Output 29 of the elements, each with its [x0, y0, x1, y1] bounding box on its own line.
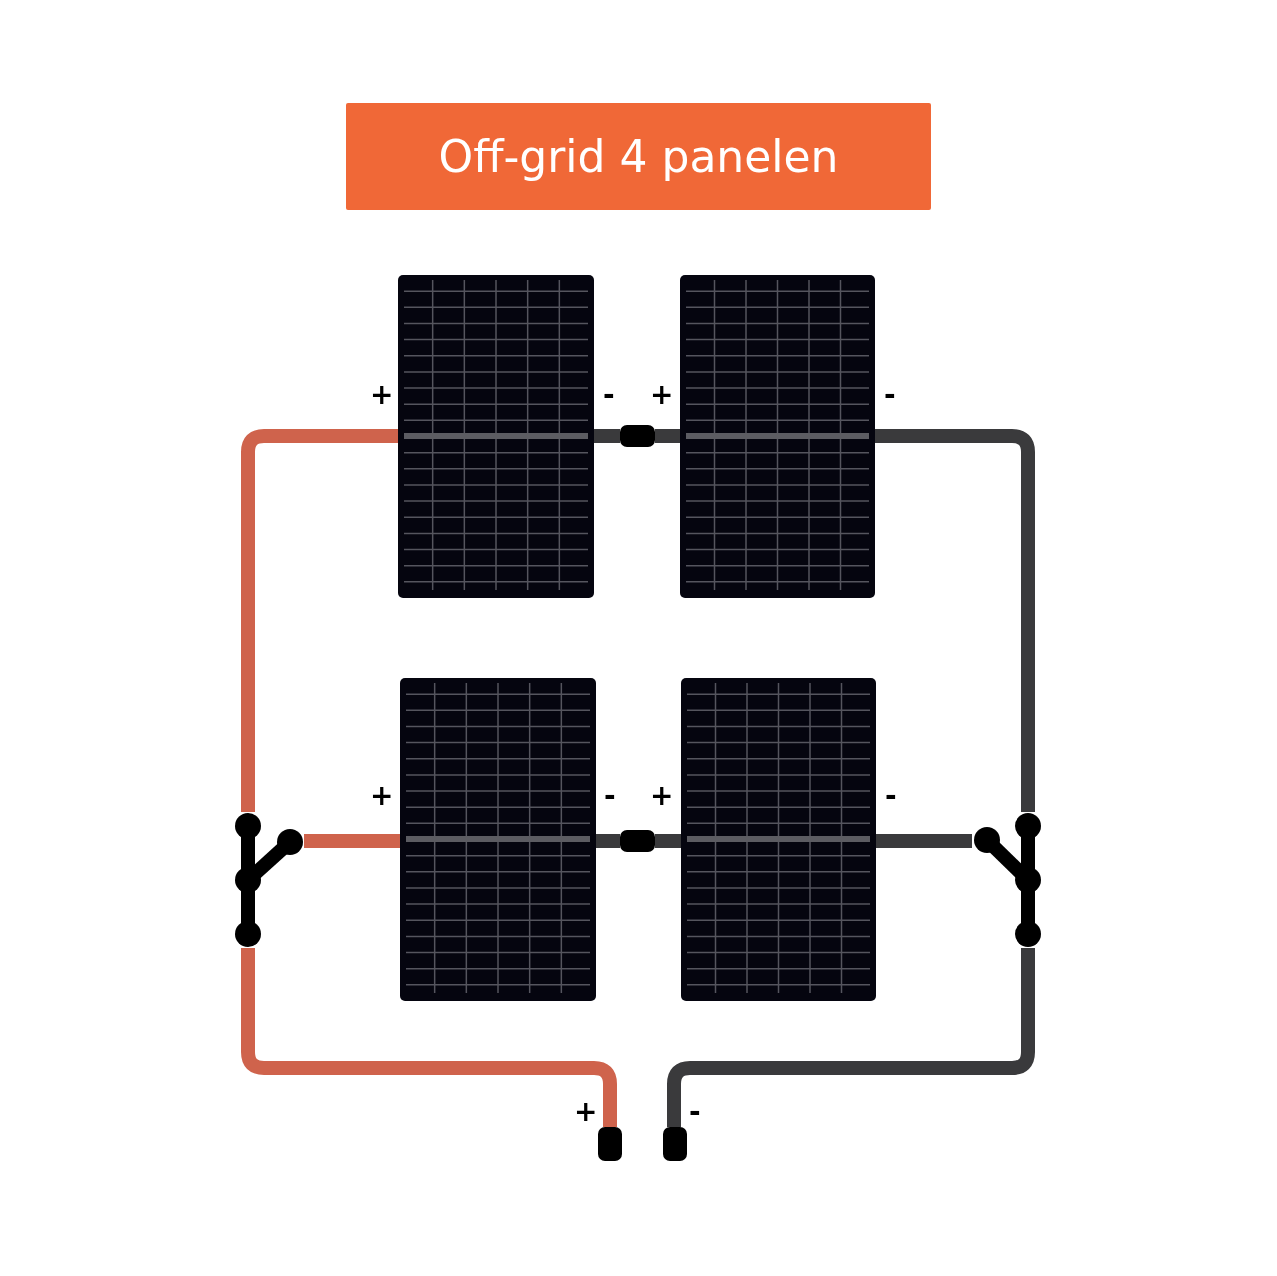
polarity-sign: -: [604, 783, 616, 809]
cable: [655, 834, 681, 848]
cable-connector: [663, 1127, 687, 1161]
polarity-sign: -: [689, 1099, 701, 1125]
cable: [875, 429, 1035, 812]
polarity-sign: +: [370, 783, 394, 809]
y-splitter: [232, 812, 304, 948]
title-banner: Off-grid 4 panelen: [346, 103, 931, 210]
cable: [655, 429, 680, 443]
cable: [876, 834, 972, 848]
polarity-sign: +: [650, 382, 674, 408]
solar-panel: [398, 275, 594, 598]
cable-connector: [598, 1127, 622, 1161]
polarity-sign: +: [650, 783, 674, 809]
solar-panel: [681, 678, 876, 1001]
polarity-sign: -: [884, 382, 896, 408]
cable: [304, 834, 400, 848]
y-splitter: [972, 812, 1044, 948]
cable-connector: [620, 830, 655, 852]
cable: [241, 429, 398, 812]
cable: [594, 429, 620, 443]
cable: [596, 834, 620, 848]
solar-panel: [680, 275, 875, 598]
polarity-sign: +: [370, 382, 394, 408]
cable-connector: [620, 425, 655, 447]
polarity-sign: -: [885, 783, 897, 809]
polarity-sign: +: [574, 1099, 598, 1125]
solar-panel: [400, 678, 596, 1001]
polarity-sign: -: [603, 382, 615, 408]
